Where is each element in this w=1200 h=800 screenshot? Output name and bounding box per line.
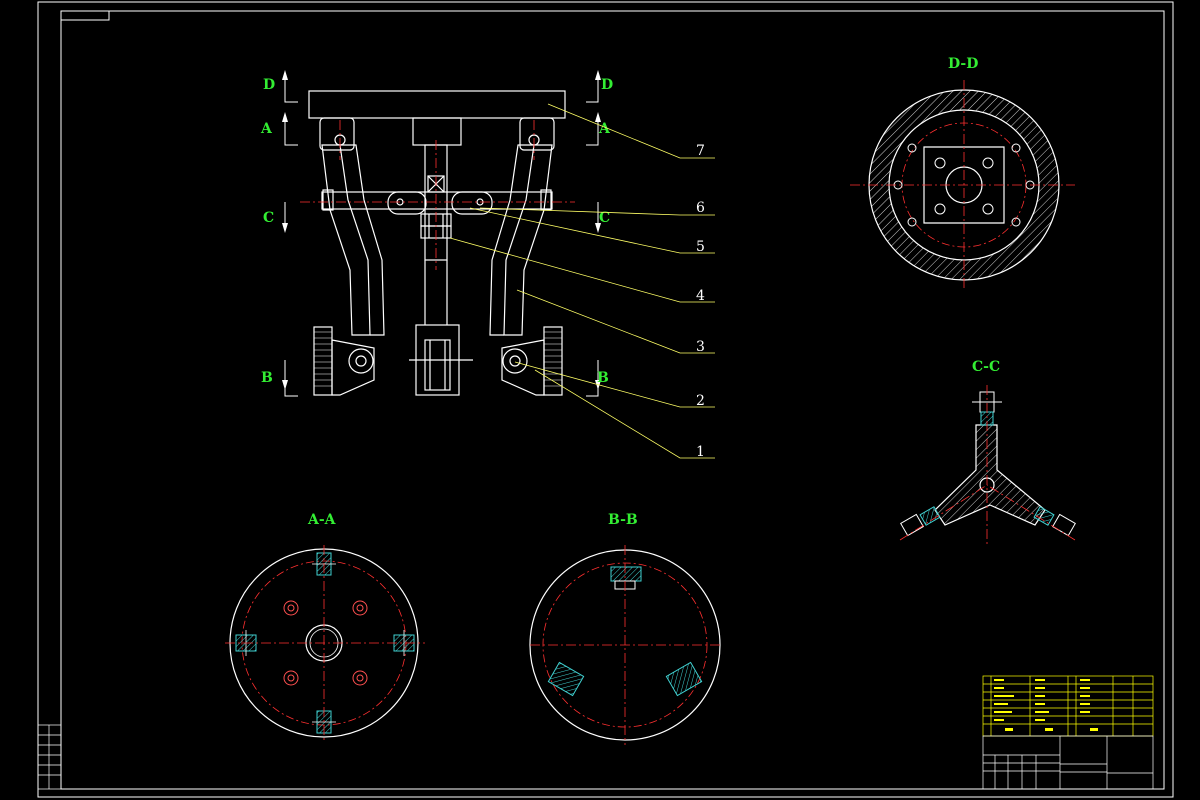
- part-number-5: 5: [696, 239, 705, 255]
- side-revision-table: [37, 724, 62, 790]
- part-number-7: 7: [696, 143, 705, 159]
- jaw-serration: [314, 331, 562, 387]
- front-view: [308, 90, 566, 396]
- part-number-3: 3: [696, 339, 705, 355]
- part-number-2: 2: [696, 393, 705, 409]
- marker-b-left: B: [261, 370, 273, 386]
- section-label-cc: C-C: [972, 359, 1000, 375]
- part-number-6: 6: [696, 200, 705, 216]
- title-block: [982, 675, 1154, 790]
- part-number-1: 1: [696, 444, 705, 460]
- title-block-fill-marks: [994, 679, 1098, 731]
- section-label-dd: D-D: [948, 56, 978, 72]
- left-arm: [321, 144, 371, 336]
- leader-lines: [449, 103, 715, 459]
- marker-b-right: B: [597, 370, 609, 386]
- section-aa: [225, 545, 425, 742]
- cross-bar: [321, 191, 553, 210]
- section-label-aa: A-A: [307, 512, 337, 528]
- section-dd: [850, 80, 1075, 290]
- section-label-bb: B-B: [608, 512, 638, 528]
- marker-a-left: A: [260, 121, 273, 137]
- drawing-frame: [37, 1, 1174, 798]
- marker-c-right: C: [599, 210, 610, 226]
- cut-arrows: [282, 70, 601, 390]
- marker-d-right: D: [601, 77, 613, 93]
- marker-a-right: A: [598, 121, 611, 137]
- cut-lines: [284, 88, 599, 397]
- front-center-lines: [300, 120, 575, 270]
- marker-d-left: D: [263, 77, 275, 93]
- cut-marker-labels: D D A A C C B B: [260, 77, 613, 386]
- top-plate: [308, 90, 566, 119]
- part-number-4: 4: [696, 288, 705, 304]
- part-number-labels: 7 6 5 4 3 2 1: [696, 143, 705, 460]
- section-cc: [899, 385, 1076, 545]
- hub-block: [412, 117, 462, 146]
- marker-c-left: C: [263, 210, 274, 226]
- section-bb: [529, 545, 721, 745]
- right-arm: [503, 144, 553, 336]
